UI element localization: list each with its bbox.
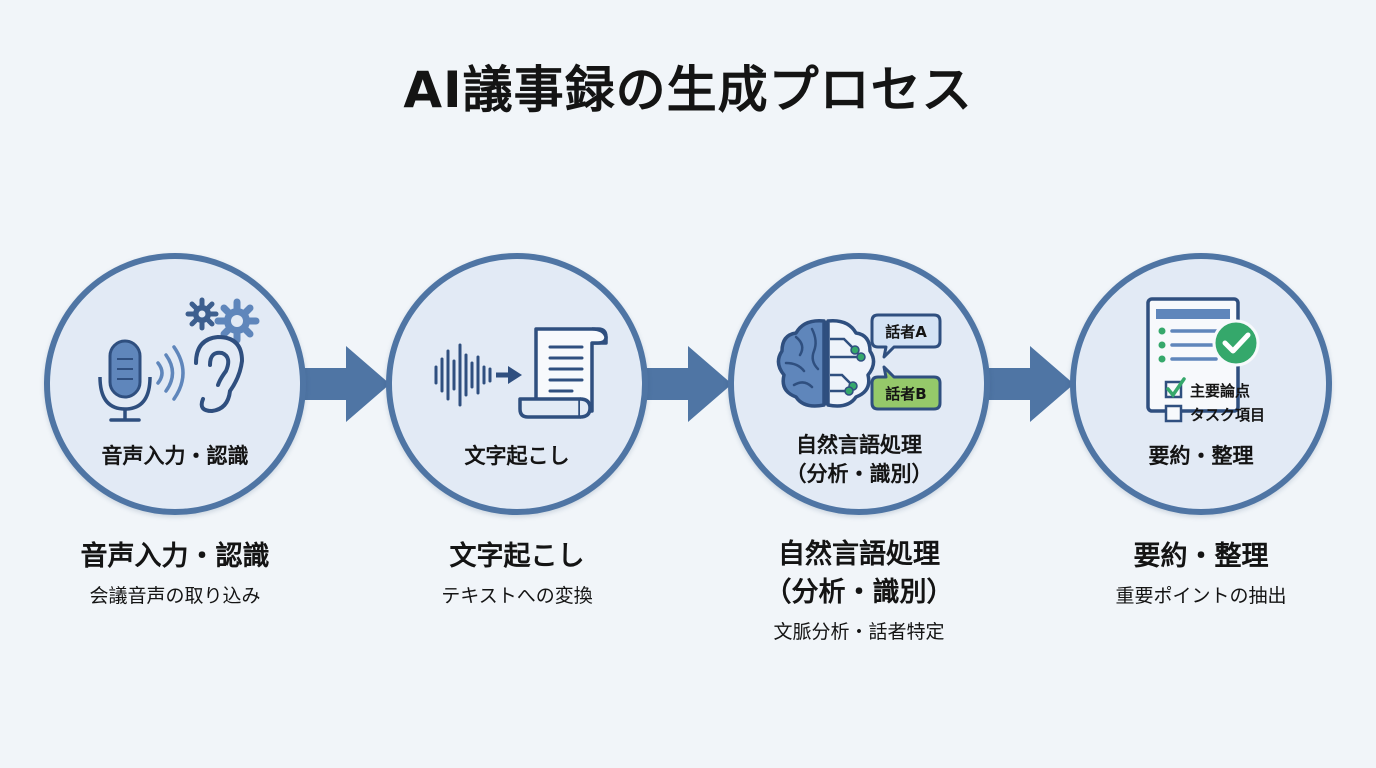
step-1-circle: 音声入力・認識 bbox=[44, 253, 306, 515]
check-circle-icon bbox=[1212, 319, 1260, 367]
step-3-circle-label-line2: （分析・識別） bbox=[785, 462, 933, 486]
speech-bubble-icon: 話者A bbox=[870, 313, 942, 359]
arrow-right-icon bbox=[642, 346, 732, 422]
step-3-title-line2: （分析・識別） bbox=[764, 577, 954, 608]
ear-icon bbox=[194, 334, 245, 414]
step-2-caption: 文字起こし テキストへの変換 bbox=[367, 538, 667, 610]
arrow-right-icon bbox=[984, 346, 1074, 422]
step-3-circle: 話者A 話者B 自然言語処理 （分析・識別） bbox=[728, 253, 990, 515]
step-2-description: テキストへの変換 bbox=[441, 585, 593, 607]
gears-icon bbox=[185, 297, 260, 344]
step-1-circle-label: 音声入力・認識 bbox=[101, 444, 249, 468]
step-4-circle-label: 要約・整理 bbox=[1148, 444, 1254, 468]
checkbox-icon bbox=[1164, 377, 1186, 399]
step-2-title: 文字起こし bbox=[449, 541, 585, 572]
step-4-description: 重要ポイントの抽出 bbox=[1115, 585, 1287, 607]
step-1-caption: 音声入力・認識 会議音声の取り込み bbox=[25, 538, 325, 610]
microphone-icon bbox=[98, 339, 152, 422]
document-scroll-icon bbox=[518, 327, 608, 419]
step-3-caption: 自然言語処理 （分析・識別） 文脈分析・話者特定 bbox=[709, 536, 1009, 646]
checklist-item-tasks: タスク項目 bbox=[1190, 406, 1265, 424]
sound-wave-icon bbox=[156, 345, 185, 401]
brain-circuit-icon bbox=[776, 319, 876, 408]
speech-bubble-icon: 話者B bbox=[870, 365, 942, 411]
step-4-title: 要約・整理 bbox=[1133, 541, 1269, 572]
step-4-circle: 主要論点 タスク項目 要約・整理 bbox=[1070, 253, 1332, 515]
arrow-right-icon bbox=[496, 366, 522, 384]
speaker-a-label: 話者A bbox=[885, 323, 927, 341]
step-4-caption: 要約・整理 重要ポイントの抽出 bbox=[1051, 538, 1351, 610]
step-3-circle-label: 自然言語処理 （分析・識別） bbox=[734, 431, 984, 489]
step-3-description: 文脈分析・話者特定 bbox=[773, 621, 945, 643]
step-2-circle-label: 文字起こし bbox=[464, 444, 570, 468]
diagram-title: AI議事録の生成プロセス bbox=[403, 61, 973, 119]
step-3-circle-label-line1: 自然言語処理 bbox=[796, 433, 922, 457]
step-3-title-line1: 自然言語処理 bbox=[778, 539, 940, 570]
step-1-title: 音声入力・認識 bbox=[80, 541, 270, 572]
step-1-description: 会議音声の取り込み bbox=[89, 585, 261, 607]
checklist-item-main-points: 主要論点 bbox=[1190, 382, 1250, 400]
arrow-right-icon bbox=[300, 346, 390, 422]
speaker-b-label: 話者B bbox=[885, 385, 926, 403]
waveform-icon bbox=[434, 343, 492, 407]
checkbox-icon bbox=[1164, 404, 1183, 423]
step-2-circle: 文字起こし bbox=[386, 253, 648, 515]
